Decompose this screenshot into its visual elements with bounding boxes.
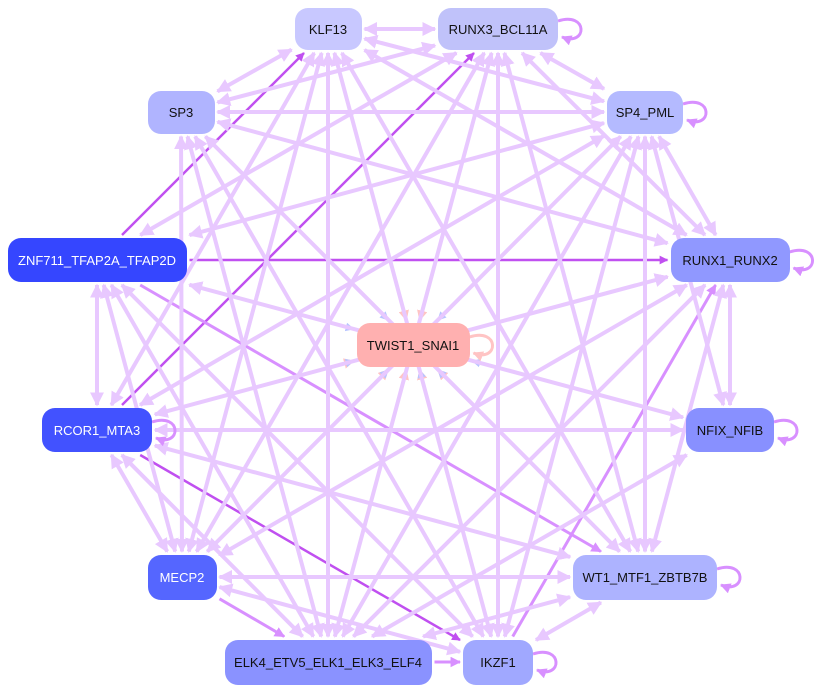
edge-wt1-rcor1 bbox=[153, 442, 572, 561]
node-rcor1[interactable]: RCOR1_MTA3 bbox=[42, 408, 152, 452]
node-nfix[interactable]: NFIX_NFIB bbox=[686, 408, 774, 452]
node-sp4[interactable]: SP4_PML bbox=[607, 90, 683, 134]
node-twist1[interactable]: TWIST1_SNAI1 bbox=[356, 323, 470, 367]
node-label: WT1_MTF1_ZBTB7B bbox=[582, 569, 708, 585]
node-ikzf1[interactable]: IKZF1 bbox=[463, 639, 533, 685]
self-loop-nfix bbox=[773, 418, 799, 447]
node-label: IKZF1 bbox=[480, 654, 516, 670]
node-runx3[interactable]: RUNX3_BCL11A bbox=[438, 8, 558, 50]
edge-sp3-ikzf1 bbox=[193, 135, 486, 638]
self-loop-ikzf1 bbox=[532, 650, 558, 679]
node-wt1[interactable]: WT1_MTF1_ZBTB7B bbox=[573, 554, 717, 600]
self-loop-runx1 bbox=[789, 248, 814, 277]
node-label: MECP2 bbox=[159, 569, 205, 585]
node-elk4[interactable]: ELK4_ETV5_ELK1_ELK3_ELF4 bbox=[224, 639, 432, 685]
self-loop-wt1 bbox=[716, 565, 742, 594]
edge-wt1-ikzf1 bbox=[534, 600, 603, 642]
node-runx1[interactable]: RUNX1_RUNX2 bbox=[670, 238, 790, 282]
self-loop-sp4 bbox=[682, 100, 708, 129]
node-label: RUNX1_RUNX2 bbox=[682, 252, 778, 268]
node-label: ZNF711_TFAP2A_TFAP2D bbox=[18, 252, 176, 268]
node-label: RUNX3_BCL11A bbox=[448, 21, 548, 37]
node-label: SP3 bbox=[168, 104, 194, 120]
node-sp3[interactable]: SP3 bbox=[147, 90, 215, 134]
self-loop-runx3 bbox=[557, 17, 583, 46]
self-loop-rcor1 bbox=[151, 418, 177, 447]
node-mecp2[interactable]: MECP2 bbox=[147, 554, 217, 600]
edge-rcor1-mecp2 bbox=[109, 453, 169, 553]
node-label: ELK4_ETV5_ELK1_ELK3_ELF4 bbox=[234, 654, 422, 670]
node-znf711[interactable]: ZNF711_TFAP2A_TFAP2D bbox=[7, 238, 187, 282]
node-label: RCOR1_MTA3 bbox=[53, 422, 141, 438]
node-label: TWIST1_SNAI1 bbox=[366, 337, 460, 353]
self-loop-twist1 bbox=[469, 333, 494, 362]
edge-mecp2-elk4 bbox=[218, 597, 286, 638]
node-label: KLF13 bbox=[308, 21, 348, 37]
node-label: SP4_PML bbox=[615, 104, 675, 120]
node-label: NFIX_NFIB bbox=[696, 422, 764, 438]
node-klf13[interactable]: KLF13 bbox=[294, 8, 362, 50]
